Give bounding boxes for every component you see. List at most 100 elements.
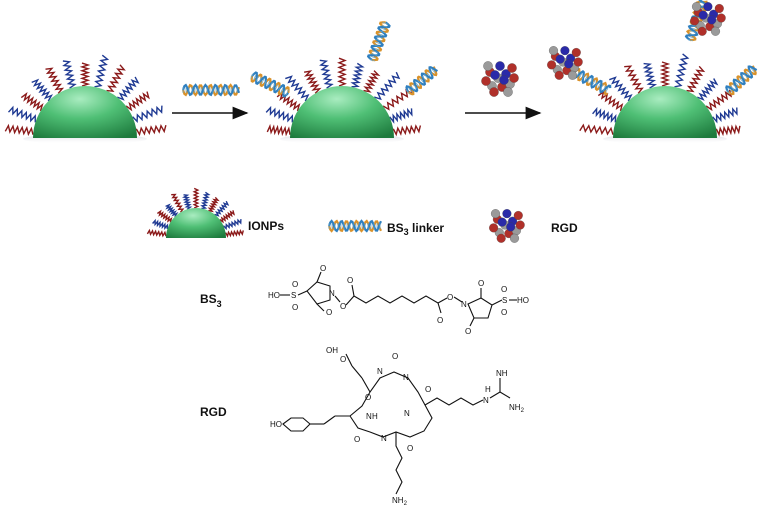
svg-text:O: O [354,435,360,444]
ligand-strand [165,203,179,218]
ligand-strand [265,105,293,123]
helix-rung [408,87,413,93]
ligand-strand [7,105,36,123]
helix-rung [741,75,746,81]
legend-rgd-label: RGD [551,221,578,235]
ligand-strand [79,62,91,87]
ligand-strand [222,218,242,231]
ligand-strand [135,124,167,137]
helix-rung [689,30,696,33]
rgd-structure-label: RGD [200,405,227,419]
helix-rung [379,30,386,34]
helix-rung [605,86,609,93]
rgd-atom [698,10,708,20]
helix-strand [251,71,290,98]
ligand-strand [219,210,236,224]
ligand-strand [696,78,719,101]
ligand-strand [266,123,291,137]
helix-rung [372,50,379,53]
ligand-strand [116,76,140,101]
helix-rung [370,55,376,59]
rgd-step-arrow [465,61,542,120]
rgd-atom [506,222,516,232]
ligand-strand [192,187,200,209]
helix-rung [272,83,276,90]
helix-rung [687,35,694,39]
rgd-atom [497,217,507,227]
ligand-strand [45,67,65,94]
ligand-strand [20,91,44,112]
svg-text:N: N [461,300,467,309]
ligand-shell [4,54,167,137]
ligand-strand [319,59,334,89]
ligand-strand [674,53,690,88]
helix-strand [327,219,382,233]
helix-rung [255,75,260,82]
ligand-strand [624,65,644,94]
svg-text:N: N [377,367,383,376]
bs3-linker-icon [366,21,391,62]
ligand-strand [642,62,658,89]
rgd-atom [513,210,523,221]
ligand-strand [132,105,163,124]
helix-strand [366,21,391,61]
svg-text:S: S [291,291,296,300]
helix-rung [283,88,287,95]
helix-rung [699,1,706,5]
svg-text:O: O [392,352,398,361]
bs3-linker-icon [405,66,439,96]
helix-rung [375,41,382,45]
ligand-strand [214,200,230,217]
helix-rung [732,83,737,89]
rgd-atom [496,233,506,243]
legend-linker: BS3 linker [327,219,444,237]
helix-rung [739,77,744,83]
ligand-strand [94,54,110,88]
legend-rgd: RGD [489,209,578,243]
svg-text:N: N [381,434,387,443]
rgd-atom [489,87,499,97]
svg-text:HO: HO [517,296,529,305]
rgd-atom [548,46,559,56]
rgd-atom [571,47,581,58]
bs3-linker-icon [725,65,758,96]
ionp-stage-1 [4,54,167,144]
helix-rung [584,75,588,82]
svg-text:O: O [501,285,507,294]
rgd-atom [507,63,517,73]
bs3-linker-icon [181,83,241,97]
rgd-atom [509,233,520,243]
svg-text:O: O [347,276,353,285]
linker-step-arrow [172,83,249,120]
ligand-strand [659,61,671,87]
helix-rung [280,87,284,93]
helix-rung [410,85,415,91]
svg-text:O: O [340,355,346,364]
helix-rung [690,27,697,30]
bs3-structure: BS3 HO S O O O O N O O O O N O O S O [200,264,529,336]
ligand-strand [705,89,733,112]
rgd-atom [560,46,570,56]
svg-text:N: N [404,409,410,418]
helix-rung [428,70,434,76]
helix-rung [381,24,388,28]
ligand-strand [374,71,401,101]
rgd-atom [710,26,721,36]
bs3-linker-icon [327,219,382,233]
ligand-strand [106,64,126,93]
rgd-atom [515,220,525,230]
helix-rung [750,67,755,73]
ligand-strand [125,91,150,112]
svg-text:OH: OH [326,346,338,355]
ligand-shell [265,57,422,137]
rgd-atom [567,70,578,80]
bs3-structure-label: BS3 [200,292,222,309]
helix-rung [264,79,268,86]
ligand-strand [146,228,167,238]
helix-rung [576,71,580,78]
ligand-strand [350,62,365,88]
svg-text:NH2: NH2 [509,403,525,414]
helix-rung [285,89,289,96]
rgd-atom [503,87,513,97]
legend-linker-label: BS3 linker [387,221,444,237]
